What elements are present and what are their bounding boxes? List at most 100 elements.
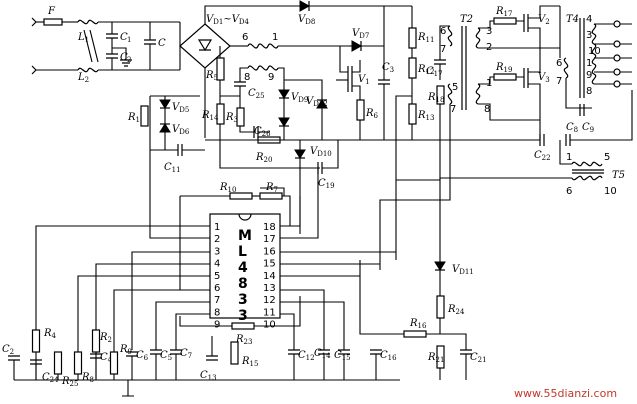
svg-text:C7: C7 bbox=[180, 348, 192, 360]
aux-network: C25 R3 C26 bbox=[225, 81, 271, 138]
ic-pin-1: 1 bbox=[214, 222, 220, 233]
svg-text:C9: C9 bbox=[582, 122, 594, 134]
svg-text:C11: C11 bbox=[164, 162, 181, 174]
svg-text:R6: R6 bbox=[365, 108, 379, 120]
svg-text:7: 7 bbox=[556, 76, 562, 87]
svg-text:C13: C13 bbox=[200, 370, 217, 382]
common-mode-choke: L1 L2 bbox=[77, 19, 180, 84]
svg-text:R4: R4 bbox=[43, 328, 57, 340]
pfc-switch: VD7 V1 R6 C3 bbox=[336, 6, 394, 140]
svg-text:VD12: VD12 bbox=[306, 96, 328, 108]
svg-text:R20: R20 bbox=[255, 152, 272, 164]
svg-text:VD9: VD9 bbox=[291, 92, 308, 104]
svg-text:R13: R13 bbox=[417, 110, 434, 122]
ic-pin-7: 7 bbox=[214, 295, 220, 306]
label-C: C bbox=[158, 38, 166, 49]
svg-text:VD6: VD6 bbox=[172, 124, 190, 136]
svg-text:8: 8 bbox=[586, 86, 592, 97]
bridge-rectifier: VD1~VD4 bbox=[179, 5, 300, 138]
svg-text:R10: R10 bbox=[219, 182, 236, 194]
svg-text:3: 3 bbox=[238, 308, 248, 324]
ic-left-wiring bbox=[35, 150, 210, 352]
svg-text:4: 4 bbox=[586, 14, 592, 25]
svg-text:V2: V2 bbox=[538, 14, 550, 26]
svg-text:L: L bbox=[238, 244, 247, 260]
svg-text:9: 9 bbox=[268, 72, 274, 83]
svg-text:C22: C22 bbox=[534, 150, 551, 162]
svg-text:R16: R16 bbox=[409, 318, 427, 330]
transformer-T4: T4 6 7 4 3 10 1 9 8 C9 bbox=[556, 6, 632, 134]
fuse-F bbox=[43, 18, 63, 26]
ic-pin-18: 18 bbox=[263, 222, 276, 233]
svg-text:C14: C14 bbox=[314, 348, 331, 360]
svg-text:VD7: VD7 bbox=[352, 28, 369, 40]
label-L2: L2 bbox=[77, 72, 89, 84]
svg-text:4: 4 bbox=[238, 260, 248, 276]
pfc-inductor: 6 1 8 9 bbox=[239, 32, 350, 83]
ac-input: F bbox=[31, 6, 78, 75]
transformer-T5: C22 C8 1 5 6 10 T5 bbox=[439, 90, 633, 262]
transformer-T2: T2 6 7 5 8 3 2 1 7 C17 R18 bbox=[379, 14, 492, 270]
label-C1: C bbox=[120, 32, 128, 43]
svg-text:R2: R2 bbox=[99, 332, 112, 344]
label-bridge: VD1~VD4 bbox=[206, 14, 250, 26]
current-sense: VD11 R24 R16 R21 C21 bbox=[359, 260, 487, 380]
svg-text:C15: C15 bbox=[334, 350, 351, 362]
svg-text:R11: R11 bbox=[417, 32, 434, 44]
feedback-divider: R11 R12 R13 bbox=[395, 6, 434, 260]
svg-text:3: 3 bbox=[586, 30, 592, 41]
svg-text:1: 1 bbox=[566, 152, 572, 163]
ic-pin-16: 16 bbox=[263, 246, 276, 257]
ic-pin-11: 11 bbox=[263, 307, 276, 318]
svg-text:1: 1 bbox=[127, 36, 131, 44]
label-F: F bbox=[47, 6, 56, 17]
svg-text:C21: C21 bbox=[470, 352, 487, 364]
svg-text:3: 3 bbox=[486, 26, 492, 37]
switch-V3: R19 V3 bbox=[478, 48, 550, 140]
svg-text:V1: V1 bbox=[358, 74, 370, 86]
svg-text:8: 8 bbox=[244, 72, 250, 83]
svg-text:10: 10 bbox=[588, 46, 601, 57]
svg-text:R21: R21 bbox=[427, 352, 444, 364]
ic-pin-8: 8 bbox=[214, 307, 220, 318]
svg-text:6: 6 bbox=[566, 186, 572, 197]
svg-text:1: 1 bbox=[586, 58, 592, 69]
svg-text:T5: T5 bbox=[612, 170, 625, 181]
ground-tap bbox=[122, 380, 134, 397]
svg-text:R12: R12 bbox=[417, 64, 434, 76]
svg-text:5: 5 bbox=[604, 152, 610, 163]
capacitor-C14: C14 bbox=[314, 348, 331, 380]
svg-text:C25: C25 bbox=[248, 88, 265, 100]
label-C2: C bbox=[120, 52, 128, 63]
capacitor-C6: C6 bbox=[126, 350, 149, 380]
capacitor-C24: C24 bbox=[30, 359, 59, 384]
svg-text:R25: R25 bbox=[61, 376, 78, 388]
diode-VD8: VD8 bbox=[298, 0, 412, 26]
svg-text:R9: R9 bbox=[119, 344, 132, 356]
svg-text:R19: R19 bbox=[495, 62, 512, 74]
svg-text:3: 3 bbox=[238, 292, 248, 308]
svg-text:C19: C19 bbox=[318, 178, 335, 190]
ic-pin-3: 3 bbox=[214, 246, 220, 257]
svg-text:R24: R24 bbox=[447, 304, 465, 316]
svg-text:C6: C6 bbox=[136, 350, 149, 362]
surge-network: R1 VD5 VD6 C11 bbox=[127, 95, 205, 174]
capacitor-C7: C7 bbox=[170, 348, 192, 380]
svg-text:C8: C8 bbox=[566, 122, 578, 134]
svg-text:VD11: VD11 bbox=[452, 264, 474, 276]
svg-text:7: 7 bbox=[450, 104, 456, 115]
svg-text:C12: C12 bbox=[298, 350, 315, 362]
svg-text:VD5: VD5 bbox=[172, 102, 189, 114]
capacitor-C1: C 1 bbox=[106, 22, 131, 48]
svg-text:C17: C17 bbox=[426, 66, 443, 78]
switch-V2: R17 V2 bbox=[478, 5, 560, 49]
svg-text:6: 6 bbox=[556, 58, 562, 69]
ic-pin-17: 17 bbox=[263, 234, 276, 245]
svg-text:C2: C2 bbox=[2, 344, 14, 356]
svg-text:T2: T2 bbox=[460, 14, 473, 25]
svg-text:R15: R15 bbox=[241, 356, 258, 368]
ic-pin-12: 12 bbox=[263, 295, 276, 306]
